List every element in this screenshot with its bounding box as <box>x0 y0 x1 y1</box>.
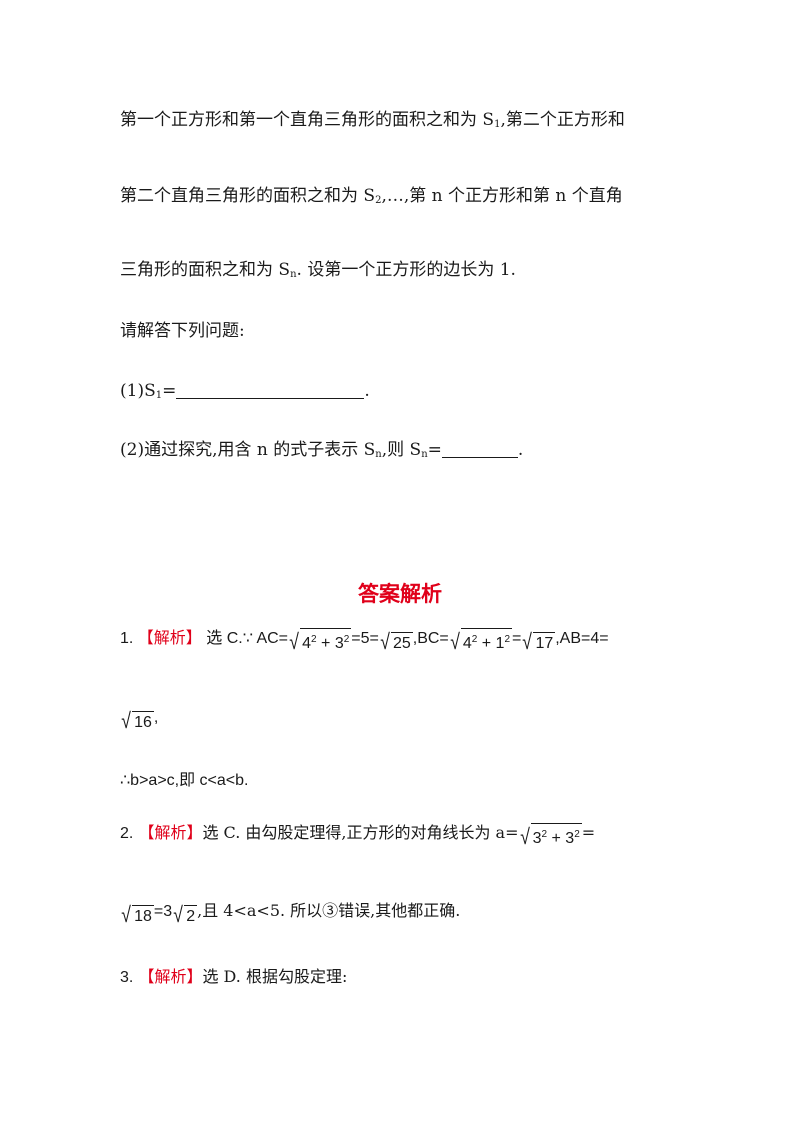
analysis-tag: 【解析】 <box>137 630 202 647</box>
answer-1-line-1: 1. 【解析】 选 C.∵ AC=√42 + 32=5=√25,BC=√42 +… <box>120 628 609 654</box>
sqrt-expression: √25 <box>380 629 413 654</box>
answers-heading: 答案解析 <box>358 582 442 606</box>
answer-1-line-2: √16, <box>121 708 159 733</box>
sqrt-expression: √32 + 32 <box>519 823 582 849</box>
sqrt-expression: √2 <box>173 902 198 927</box>
problem-prompt: 请解答下列问题: <box>120 321 245 341</box>
sqrt-expression: √42 + 12 <box>449 628 513 654</box>
answer-blank-1[interactable] <box>176 384 365 399</box>
sqrt-expression: √17 <box>522 629 556 654</box>
sqrt-expression: √42 + 32 <box>289 628 352 654</box>
question-2: (2)通过探究,用含 n 的式子表示 Sn,则 Sn=. <box>120 440 524 460</box>
analysis-tag: 【解析】 <box>138 823 203 842</box>
question-1: (1)S1=. <box>120 381 370 401</box>
answer-2-line-1: 2. 【解析】选 C. 由勾股定理得,正方形的对角线长为 a=√32 + 32= <box>120 823 596 849</box>
answer-2-line-2: √18=3√2,且 4<a<5. 所以③错误,其他都正确. <box>121 901 461 927</box>
problem-line-2: 第二个直角三角形的面积之和为 S2,…,第 n 个正方形和第 n 个直角 <box>120 186 623 206</box>
problem-line-3: 三角形的面积之和为 Sn. 设第一个正方形的边长为 1. <box>120 260 516 280</box>
problem-line-1: 第一个正方形和第一个直角三角形的面积之和为 S1,第二个正方形和 <box>120 110 625 130</box>
answer-blank-2[interactable] <box>441 443 518 458</box>
answer-1-line-3: ∴b>a>c,即 c<a<b. <box>120 772 249 789</box>
sqrt-expression: √18 <box>121 902 154 927</box>
answer-3-line-1: 3. 【解析】选 D. 根据勾股定理: <box>120 967 348 986</box>
sqrt-expression: √16 <box>121 708 154 733</box>
analysis-tag: 【解析】 <box>138 967 203 986</box>
